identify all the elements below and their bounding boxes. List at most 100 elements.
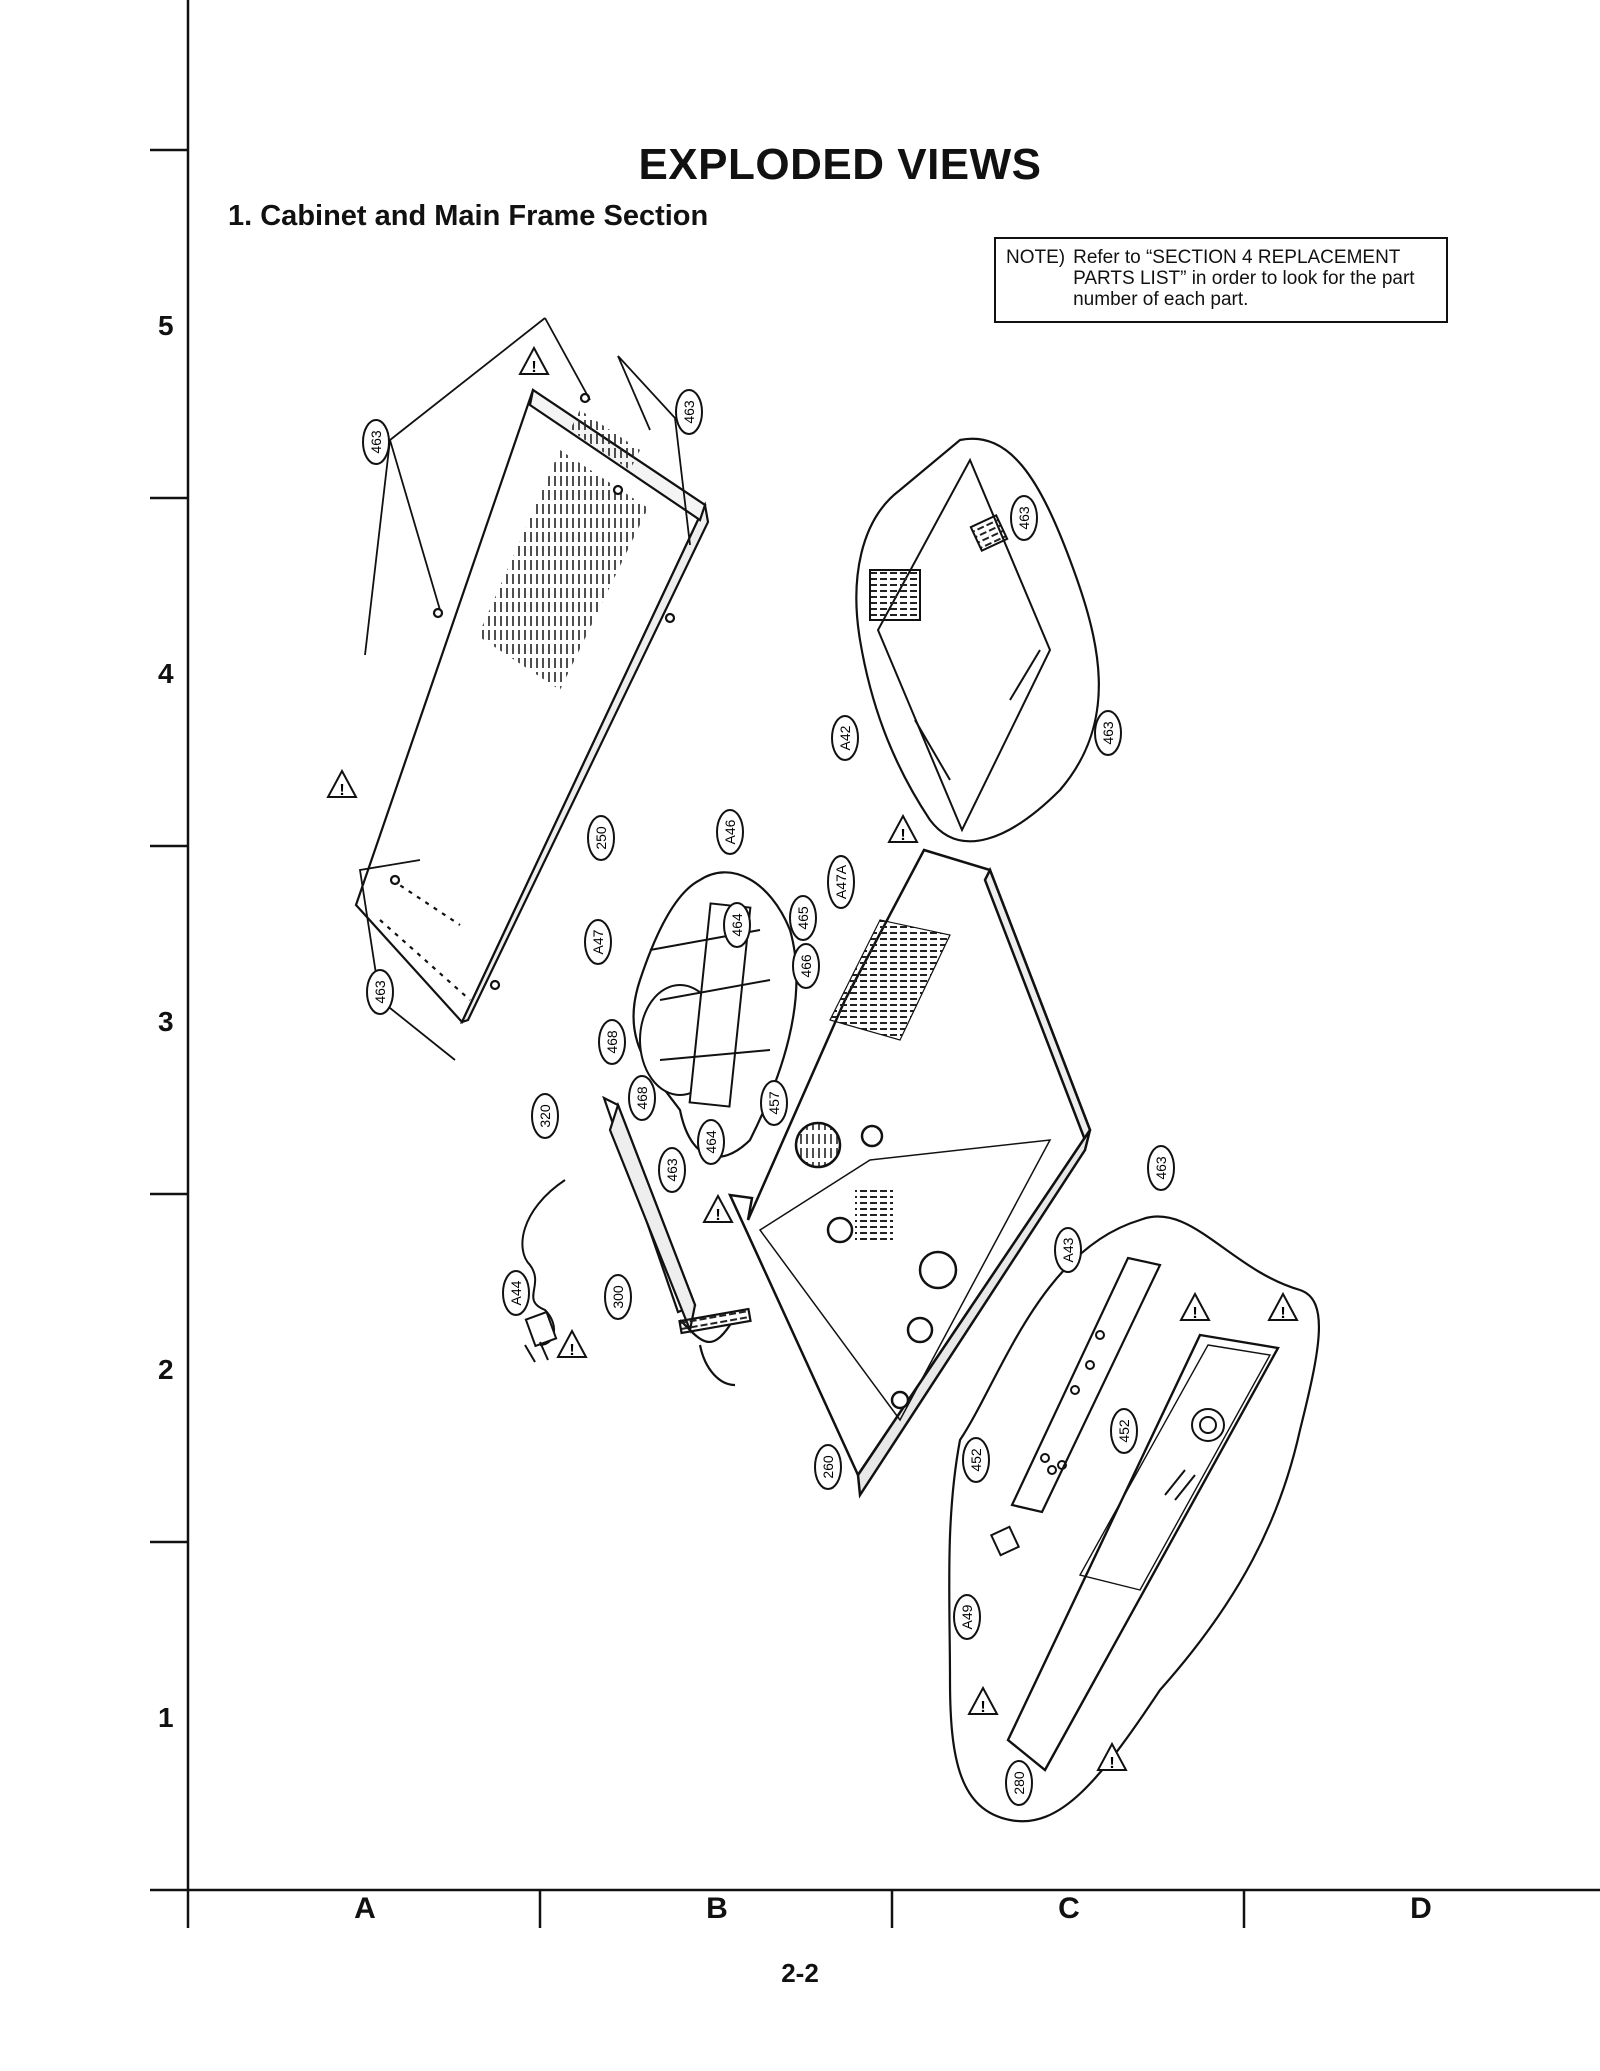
grid-row-label: 4	[158, 658, 174, 689]
part-callout: 457	[760, 1080, 788, 1126]
part-callout: 320	[531, 1093, 559, 1139]
drive-bracket-A47	[632, 871, 798, 1158]
part-callout-label: 466	[798, 954, 814, 978]
warning-mark: !	[980, 1699, 985, 1716]
part-callout-label: 465	[795, 906, 811, 930]
warning-icon: !	[1096, 1741, 1128, 1772]
part-callout: 468	[598, 1019, 626, 1065]
grid-row-label: 1	[158, 1702, 174, 1733]
note-text: Refer to “SECTION 4 REPLACEMENT PARTS LI…	[1073, 247, 1415, 310]
page-frame	[150, 0, 1600, 1928]
warning-mark: !	[715, 1207, 720, 1224]
top-cover	[354, 388, 710, 1024]
part-callout: A43	[1054, 1227, 1082, 1273]
warning-icon: !	[1179, 1291, 1211, 1322]
part-callout-label: 464	[729, 913, 745, 937]
part-callout-label: 452	[1116, 1419, 1132, 1443]
part-callout-label: 280	[1011, 1771, 1027, 1795]
part-callout: A44	[502, 1270, 530, 1316]
part-callout-label: A47A	[833, 864, 849, 899]
power-board-A44	[602, 1095, 752, 1387]
warning-icon: !	[556, 1328, 588, 1359]
warning-icon: !	[1267, 1291, 1299, 1322]
part-callout: 300	[604, 1274, 632, 1320]
part-callout-label: A47	[590, 929, 606, 954]
warning-icon: !	[518, 345, 550, 376]
part-callout: 452	[1110, 1408, 1138, 1454]
part-callout: A46	[716, 809, 744, 855]
main-board-A46	[855, 437, 1100, 843]
part-callout: 466	[792, 943, 820, 989]
part-callout: 250	[587, 815, 615, 861]
main-frame-chassis	[727, 848, 1092, 1499]
warning-mark: !	[900, 827, 905, 844]
part-callout: 463	[1094, 710, 1122, 756]
part-callout-label: 260	[820, 1455, 836, 1479]
part-callout-label: 463	[1016, 506, 1032, 530]
warning-icon: !	[326, 768, 358, 799]
warning-mark: !	[1280, 1305, 1285, 1322]
warning-mark: !	[339, 782, 344, 799]
cover-screw-leaders	[358, 317, 691, 1061]
note-box: NOTE) Refer to “SECTION 4 REPLACEMENT PA…	[994, 237, 1448, 323]
section-subtitle: 1. Cabinet and Main Frame Section	[228, 200, 709, 232]
grid-col-label: A	[354, 1892, 376, 1925]
warning-icon: !	[702, 1193, 734, 1224]
part-callout-label: 463	[372, 980, 388, 1004]
part-callout: 465	[789, 895, 817, 941]
note-label: NOTE)	[1006, 247, 1066, 268]
part-callout-label: A43	[1060, 1237, 1076, 1262]
part-callout: 464	[723, 902, 751, 948]
part-callout-label: 464	[703, 1130, 719, 1154]
part-callout: 463	[658, 1147, 686, 1193]
page-number: 2-2	[781, 1958, 819, 1988]
part-callout-label: 463	[681, 400, 697, 424]
part-callout: 280	[1005, 1760, 1033, 1806]
part-callout: 463	[675, 389, 703, 435]
warning-icon: !	[887, 813, 919, 844]
part-callout: 468	[628, 1075, 656, 1121]
part-callout: 452	[962, 1437, 990, 1483]
grid-col-label: D	[1410, 1892, 1432, 1925]
warning-mark: !	[1109, 1755, 1114, 1772]
grid-row-label: 5	[158, 310, 174, 341]
part-callout: 463	[366, 969, 394, 1015]
part-callout-label: 463	[1153, 1156, 1169, 1180]
page-title: EXPLODED VIEWS	[638, 140, 1042, 189]
part-callout: 463	[362, 419, 390, 465]
part-callout-label: A46	[722, 819, 738, 844]
part-callout-label: 300	[610, 1285, 626, 1309]
warning-mark: !	[1192, 1305, 1197, 1322]
part-callout-label: 468	[604, 1030, 620, 1054]
grid-col-label: B	[706, 1892, 728, 1925]
part-callout-label: 320	[537, 1104, 553, 1128]
warning-symbols: !!!!!!!!!	[326, 345, 1299, 1772]
grid-row-label: 3	[158, 1006, 174, 1037]
part-callout-label: A44	[508, 1280, 524, 1305]
part-callout: 463	[1147, 1145, 1175, 1191]
part-callout-label: 468	[634, 1086, 650, 1110]
part-callout-label: A49	[959, 1604, 975, 1629]
part-callout: 464	[697, 1119, 725, 1165]
part-callout-label: 463	[368, 430, 384, 454]
warning-mark: !	[569, 1342, 574, 1359]
grid-row-label: 2	[158, 1354, 174, 1385]
part-callout: A47	[584, 919, 612, 965]
part-callout-label: 457	[766, 1091, 782, 1115]
part-callout: A49	[953, 1594, 981, 1640]
warning-mark: !	[531, 359, 536, 376]
part-callouts: 463463463250463463A46A47464468468464A47A…	[362, 389, 1175, 1806]
part-callout-label: A42	[837, 725, 853, 750]
front-panel-group	[948, 1215, 1321, 1823]
warning-icon: !	[967, 1685, 999, 1716]
part-callout-label: 250	[593, 826, 609, 850]
part-callout-label: 463	[1100, 721, 1116, 745]
grid-col-label: C	[1058, 1892, 1080, 1925]
part-callout: 260	[814, 1444, 842, 1490]
part-callout-label: 452	[968, 1448, 984, 1472]
part-callout: 463	[1010, 495, 1038, 541]
part-callout: A42	[831, 715, 859, 761]
part-callout: A47A	[827, 855, 855, 909]
